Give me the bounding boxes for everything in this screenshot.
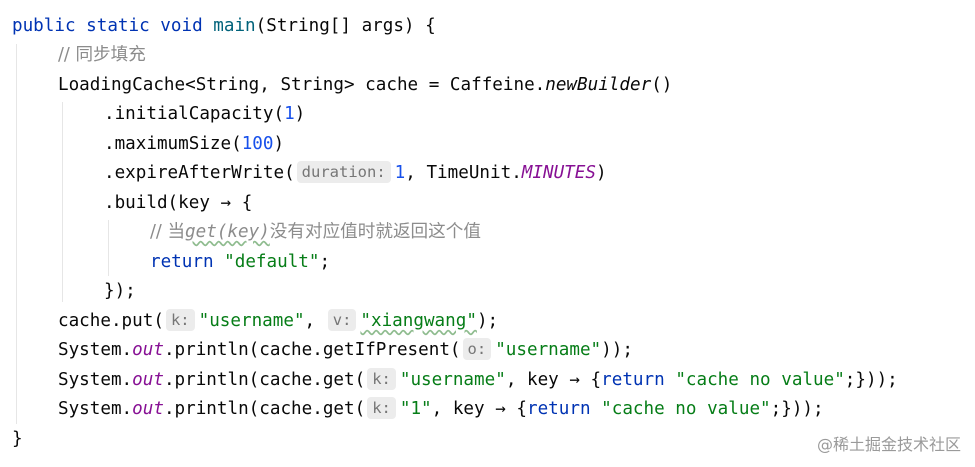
code-line-9[interactable]: return "default"; (150, 252, 331, 272)
parameter-hint: v: (327, 309, 357, 331)
indent-guide (16, 44, 17, 424)
code-line-10[interactable]: }); (104, 281, 136, 301)
code-line-15[interactable]: } (12, 429, 23, 449)
indent-guide (108, 220, 109, 276)
code-line-8[interactable]: // 当get(key)没有对应值时就返回这个值 (150, 222, 481, 242)
code-line-6[interactable]: .expireAfterWrite(duration:1, TimeUnit.M… (104, 161, 607, 183)
watermark: @稀土掘金技术社区 (816, 435, 961, 454)
parameter-hint: duration: (296, 161, 391, 183)
parameter-hint: k: (165, 309, 195, 331)
code-line-2[interactable]: // 同步填充 (58, 41, 146, 70)
code-line-4[interactable]: .initialCapacity(1) (104, 104, 306, 124)
code-line-1[interactable]: public static void main(String[] args) { (12, 16, 436, 36)
code-line-13[interactable]: System.out.println(cache.get(k:"username… (58, 368, 898, 390)
parameter-hint: o: (462, 338, 492, 360)
code-line-7[interactable]: .build(key → { (104, 193, 253, 213)
comment: // 同步填充 (58, 45, 146, 65)
code-line-11[interactable]: cache.put(k:"username", v:"xiangwang"); (58, 309, 499, 331)
code-line-14[interactable]: System.out.println(cache.get(k:"1", key … (58, 397, 824, 419)
code-line-12[interactable]: System.out.println(cache.getIfPresent(o:… (58, 338, 633, 360)
indent-guide (62, 102, 63, 302)
parameter-hint: k: (367, 397, 396, 419)
parameter-hint: k: (367, 368, 396, 390)
code-line-5[interactable]: .maximumSize(100) (104, 134, 285, 154)
code-line-3[interactable]: LoadingCache<String, String> cache = Caf… (58, 75, 673, 95)
